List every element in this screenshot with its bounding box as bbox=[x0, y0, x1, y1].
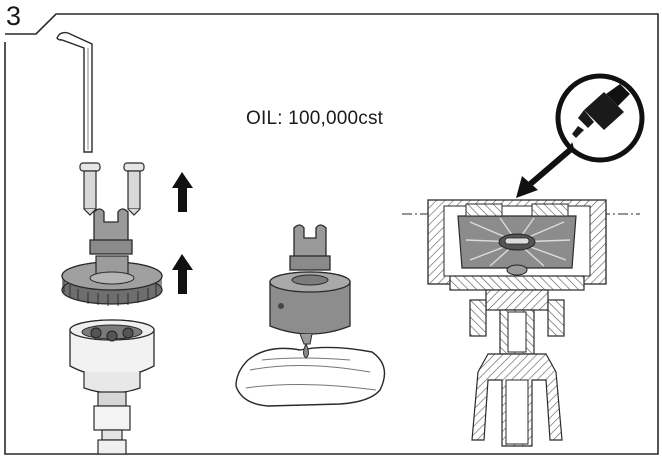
up-arrow-icon bbox=[172, 254, 193, 294]
hex-key-icon bbox=[56, 31, 93, 153]
oil-specification-label: OIL: 100,000cst bbox=[246, 108, 384, 129]
screw-icon bbox=[79, 162, 101, 216]
cross-section-assembly bbox=[402, 199, 640, 447]
middle-assembly bbox=[235, 224, 386, 407]
gear-part bbox=[61, 255, 163, 306]
oil-bottle-icon bbox=[555, 73, 645, 163]
screw-icon bbox=[123, 162, 145, 216]
up-arrow-icon bbox=[172, 172, 193, 212]
cloth bbox=[235, 346, 386, 407]
gear-housing-part bbox=[69, 319, 155, 455]
panel-border bbox=[4, 13, 659, 455]
left-assembly bbox=[56, 31, 193, 455]
step-number: 3 bbox=[6, 1, 22, 31]
pointer-arrow-icon bbox=[516, 147, 572, 198]
oil-drop-icon bbox=[303, 342, 309, 359]
coupling-part bbox=[89, 208, 133, 255]
